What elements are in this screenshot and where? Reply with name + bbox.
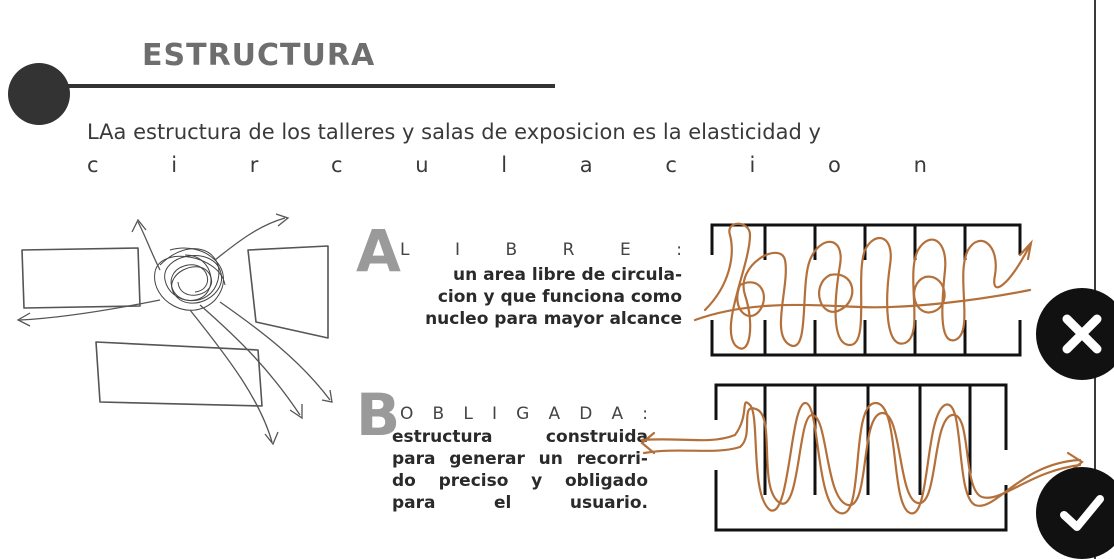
description-line: cion y que funciona como	[437, 287, 682, 307]
intro-letter: l	[501, 153, 508, 177]
intro-letter: u	[415, 153, 429, 177]
word-letter: L	[463, 404, 473, 424]
status-close-badge	[1036, 288, 1114, 380]
word-letter: G	[516, 404, 530, 424]
free-circulation-diagram	[693, 222, 1033, 357]
word-letter: A	[548, 404, 561, 424]
description-line: para generar un recorri-	[392, 449, 648, 469]
forced-circulation-diagram	[640, 383, 1084, 532]
word-letter: O	[400, 404, 414, 424]
description-line: para el usuario.	[392, 493, 648, 513]
word-letter: L	[400, 240, 410, 260]
intro-letter: c	[331, 153, 343, 177]
section-a-word: L I B R E :	[400, 240, 682, 260]
intro-letter: r	[249, 153, 259, 177]
title-bullet-dot	[8, 63, 70, 125]
description-line: do preciso y obligado	[392, 471, 648, 491]
word-letter: B	[432, 404, 445, 424]
intro-letter: n	[913, 153, 927, 177]
word-letter: E	[619, 240, 631, 260]
description-line: nucleo para mayor alcance	[425, 309, 682, 329]
word-letter: B	[505, 240, 518, 260]
word-letter: R	[562, 240, 575, 260]
section-a-description: un area libre de circula- cion y que fun…	[388, 264, 682, 330]
word-letter: :	[642, 404, 648, 424]
intro-letter: a	[579, 153, 593, 177]
section-b-description: estructura construida para generar un re…	[392, 426, 648, 514]
section-b-letter: B	[356, 381, 401, 449]
word-letter: :	[676, 240, 682, 260]
intro-letter: o	[828, 153, 841, 177]
intro-letter: c	[665, 153, 677, 177]
intro-letter: i	[749, 153, 756, 177]
page-title: ESTRUCTURA	[142, 38, 376, 73]
status-check-badge	[1036, 467, 1114, 559]
page-edge-rule	[1094, 0, 1096, 559]
circulation-sketch	[16, 213, 333, 446]
word-letter: I	[454, 240, 460, 260]
close-icon	[1062, 314, 1102, 354]
intro-letter: c	[87, 153, 99, 177]
word-letter: A	[611, 404, 624, 424]
word-letter: D	[579, 404, 593, 424]
section-b-word: O B L I G A D A :	[400, 404, 648, 424]
description-line: estructura construida	[392, 427, 648, 447]
intro-line-1: LAa estructura de los talleres y salas d…	[87, 120, 821, 144]
title-underline	[50, 84, 555, 88]
section-a-letter: A	[356, 217, 401, 285]
word-letter: I	[491, 404, 497, 424]
description-line: un area libre de circula-	[453, 265, 682, 285]
intro-line-2: c i r c u l a c i o n	[87, 153, 927, 177]
check-icon	[1060, 495, 1104, 531]
intro-letter: i	[171, 153, 178, 177]
